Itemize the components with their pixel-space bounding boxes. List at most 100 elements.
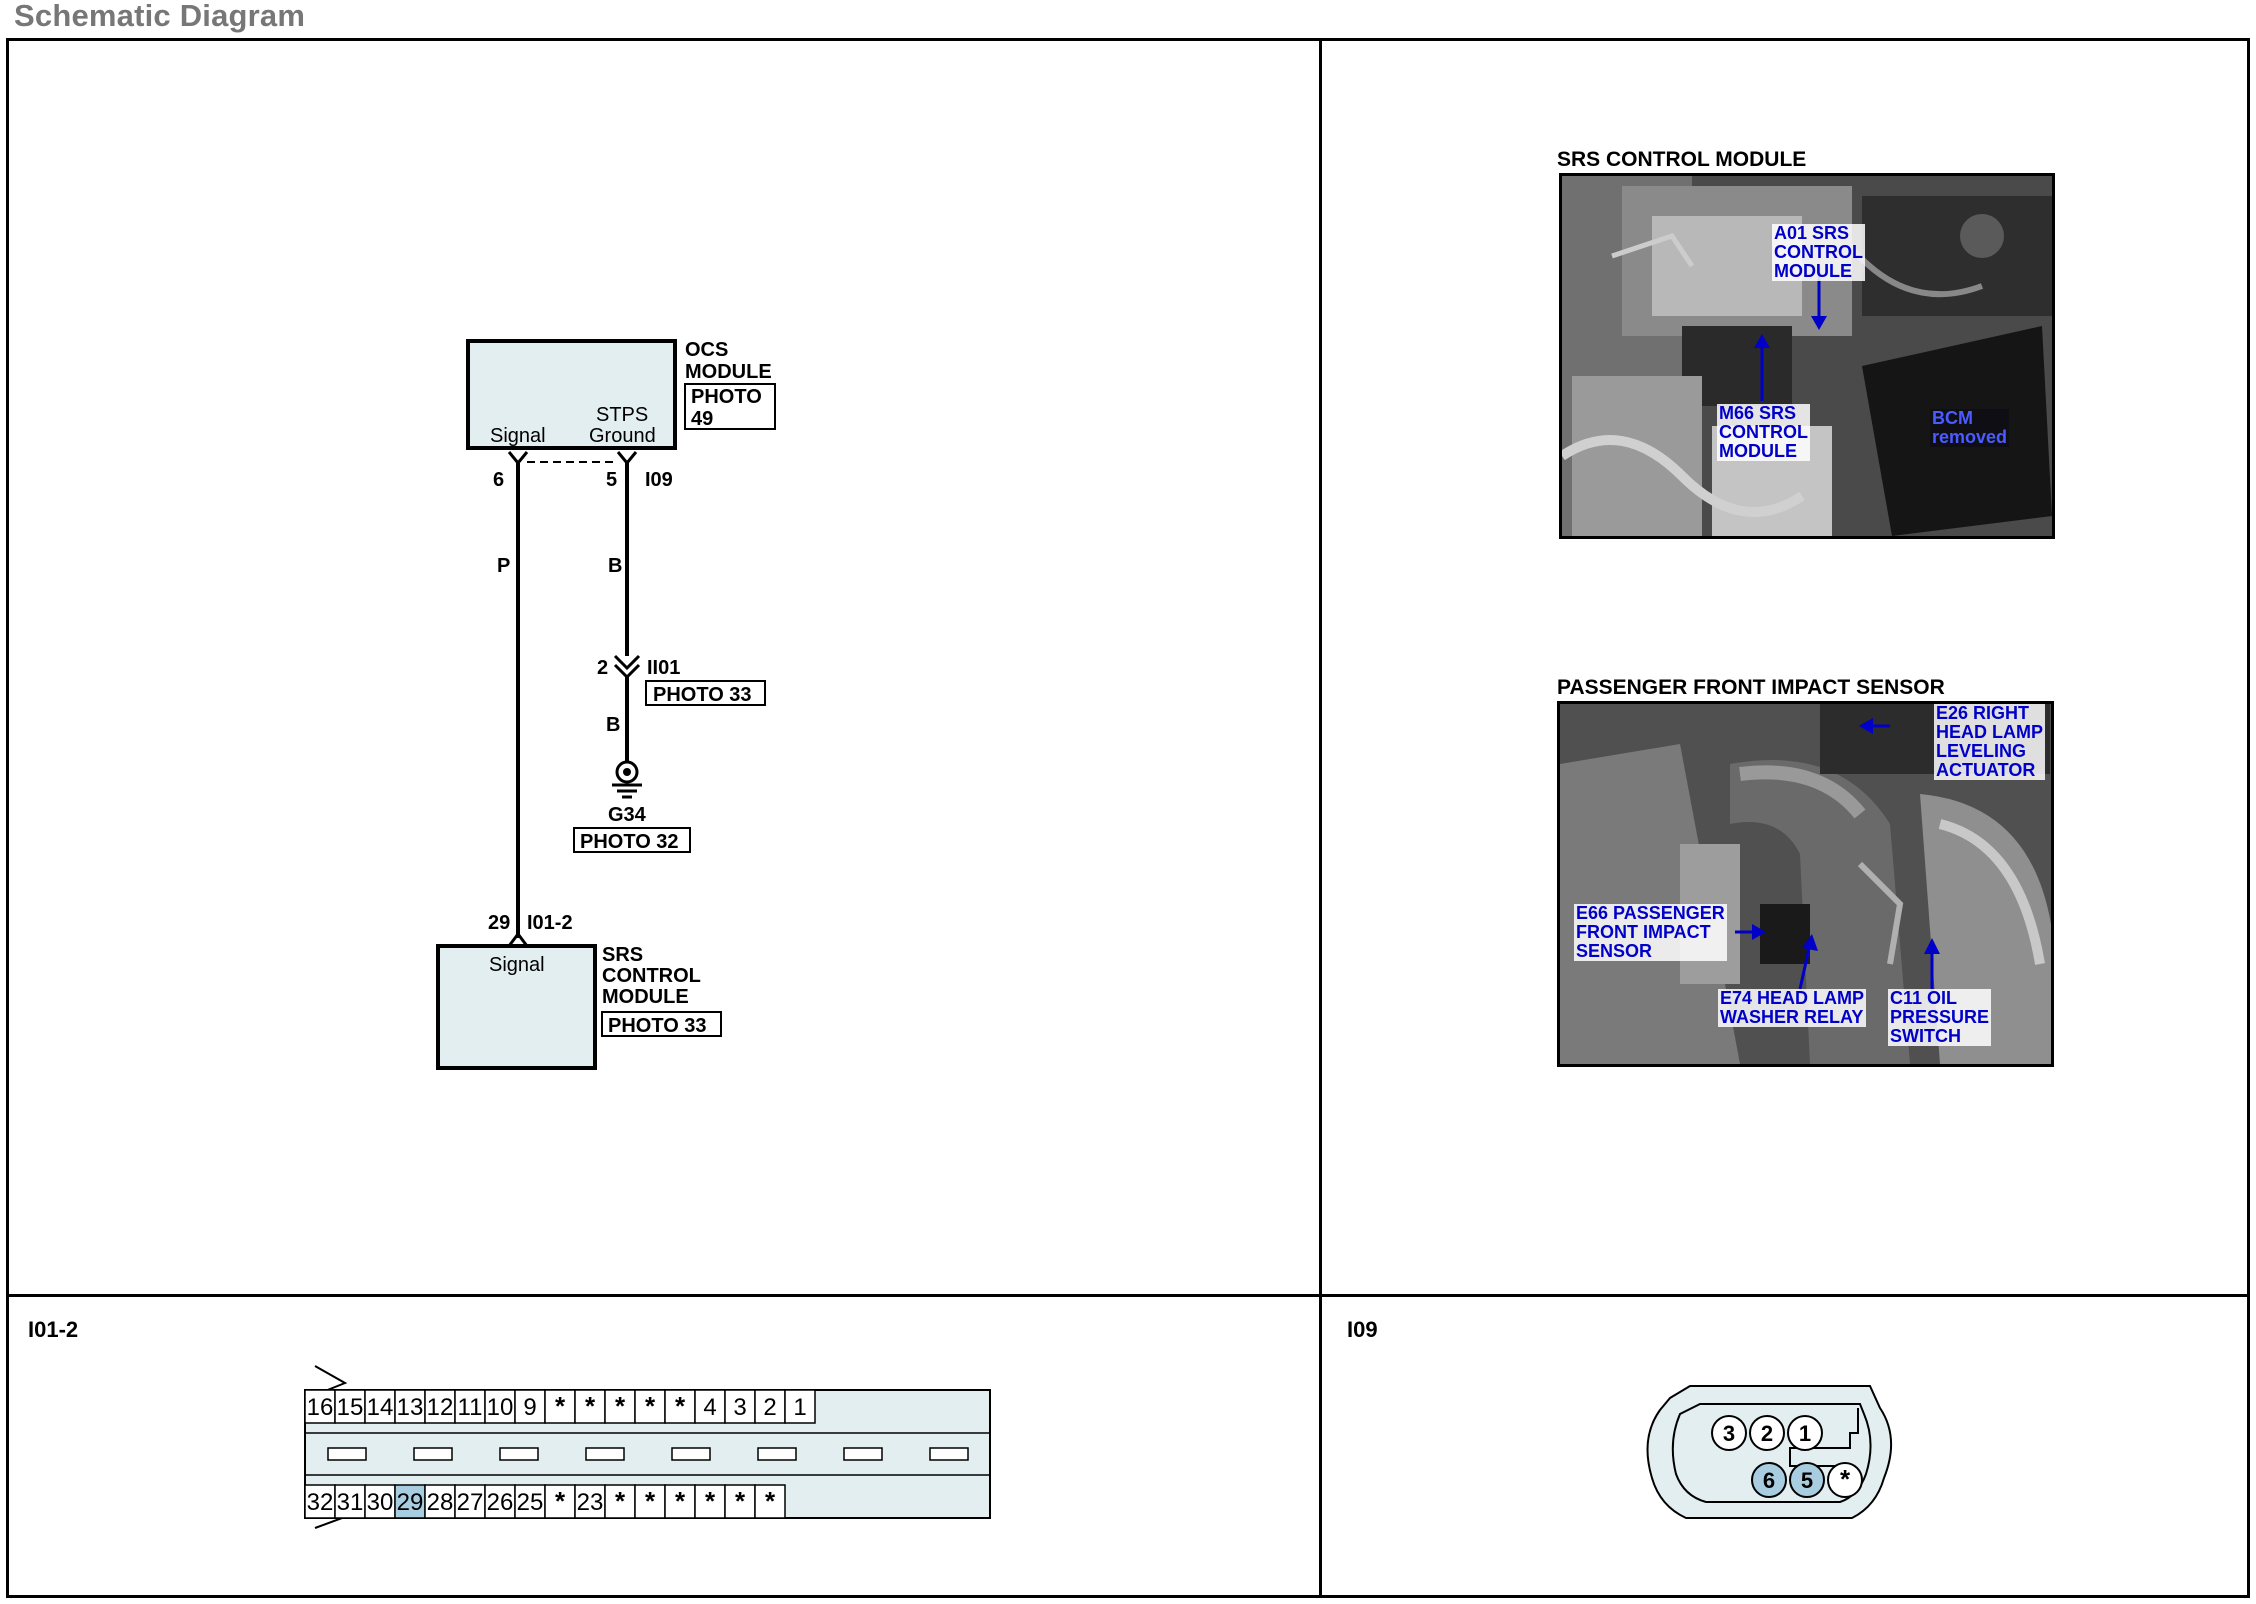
caption-e74-line2: WASHER RELAY [1720, 1007, 1864, 1027]
caption-bcm: BCM removed [1930, 408, 2010, 447]
i01-2-pin-cell [754, 1389, 786, 1424]
i01-2-pin-cell [394, 1389, 426, 1424]
i01-2-pin-number: 11 [458, 1394, 483, 1421]
caption-m66-line3: MODULE [1719, 441, 1797, 461]
i01-2-pin-number: 31 [337, 1489, 364, 1516]
i09-pin [1827, 1462, 1863, 1498]
i01-2-latch-slot [413, 1447, 453, 1461]
i01-2-pin-number: 9 [523, 1394, 536, 1421]
i01-2-pin-number: 2 [763, 1394, 776, 1421]
ocs-connector-id: I09 [645, 469, 673, 491]
ocs-terminal-6 [507, 451, 529, 466]
caption-a01-line2: CONTROL [1774, 242, 1863, 262]
i01-2-pin-number: * [735, 1486, 746, 1516]
ocs-terminal-5 [616, 451, 638, 466]
srs-module-box [436, 944, 597, 1070]
i01-2-pin-number: 29 [397, 1489, 424, 1516]
ocs-pin-5-num: 5 [606, 469, 617, 491]
caption-bcm-line1: BCM [1932, 408, 1973, 428]
i09-pin [1789, 1462, 1825, 1498]
i01-2-pin-cell [694, 1389, 726, 1424]
i01-2-pin-number: * [675, 1486, 686, 1516]
impact-photo-title: PASSENGER FRONT IMPACT SENSOR [1557, 676, 1945, 699]
i01-2-pin-cell [574, 1389, 606, 1424]
i01-2-pin-number: * [615, 1486, 626, 1516]
i01-2-pin-cell [334, 1389, 366, 1424]
caption-a01-line3: MODULE [1774, 261, 1852, 281]
impact-photo-image: E26 RIGHT HEAD LAMP LEVELING ACTUATOR E6… [1557, 701, 2054, 1067]
i01-2-pin-number: * [765, 1486, 776, 1516]
i01-2-latch-slot [671, 1447, 711, 1461]
i01-2-latch-slot [929, 1447, 969, 1461]
caption-e66-line2: FRONT IMPACT [1576, 922, 1711, 942]
inline-connector-photo: PHOTO 33 [653, 684, 752, 706]
caption-a01-srs: A01 SRS CONTROL MODULE [1772, 224, 1865, 281]
i09-pin [1787, 1415, 1823, 1451]
i01-2-pin-number: 15 [337, 1394, 364, 1421]
ocs-module-box [466, 339, 677, 450]
page-title: Schematic Diagram [14, 0, 306, 33]
i01-2-pin-cell [694, 1484, 726, 1519]
ground-photo: PHOTO 32 [580, 831, 679, 853]
ocs-pin-ground-label-1: STPS [596, 404, 648, 426]
caption-e26-line4: ACTUATOR [1936, 760, 2036, 780]
caption-m66-line2: CONTROL [1719, 422, 1808, 442]
i01-2-pin-number: 14 [367, 1394, 394, 1421]
i01-2-latch-slot [327, 1447, 367, 1461]
i01-2-pin-number: 1 [793, 1394, 806, 1421]
caption-e74-line1: E74 HEAD LAMP [1720, 988, 1865, 1008]
ocs-pin-ground-label-2: Ground [589, 425, 656, 447]
inline-connector-pin: 2 [597, 657, 608, 679]
connector-i09-label: I09 [1347, 1317, 1378, 1342]
srs-terminal-29 [507, 931, 529, 947]
caption-e66-line3: SENSOR [1576, 941, 1653, 961]
i09-pin [1711, 1415, 1747, 1451]
srs-photo-box [601, 1011, 722, 1037]
i01-2-latch-slot [499, 1447, 539, 1461]
i09-pin [1751, 1462, 1787, 1498]
srs-photo-title: SRS CONTROL MODULE [1557, 148, 1807, 171]
caption-c11-line3: SWITCH [1890, 1026, 1961, 1046]
i09-pin-number: 1 [1799, 1421, 1811, 1446]
caption-e26-line2: HEAD LAMP [1936, 722, 2043, 742]
i09-pin-number: 6 [1763, 1468, 1775, 1493]
ocs-module-name-2: MODULE [685, 361, 772, 383]
caption-e26-line1: E26 RIGHT [1936, 703, 2030, 723]
i01-2-pin-number: 12 [427, 1394, 454, 1421]
page-frame [6, 38, 2250, 1598]
caption-e26: E26 RIGHT HEAD LAMP LEVELING ACTUATOR [1934, 704, 2045, 780]
i01-2-pin-number: 26 [487, 1489, 514, 1516]
ocs-pin-signal-label: Signal [490, 425, 546, 447]
inline-connector-name: II01 [647, 657, 680, 679]
i09-pin [1749, 1415, 1785, 1451]
srs-module-name-2: CONTROL [602, 965, 701, 987]
caption-c11-line1: C11 OIL [1890, 988, 1958, 1008]
caption-e74: E74 HEAD LAMP WASHER RELAY [1718, 988, 1867, 1027]
i09-pin-number: 5 [1801, 1468, 1813, 1493]
i01-2-pin-number: 28 [427, 1489, 454, 1516]
i01-2-pin-cell [424, 1389, 456, 1424]
i01-2-pin-number: * [645, 1486, 656, 1516]
ocs-pin-6-num: 6 [493, 469, 504, 491]
i01-2-pin-cell [604, 1484, 636, 1519]
caption-c11-line2: PRESSURE [1890, 1007, 1990, 1027]
caption-e26-line3: LEVELING [1936, 741, 2027, 761]
i01-2-pin-number: 30 [367, 1489, 394, 1516]
i01-2-pin-number: 13 [397, 1394, 424, 1421]
i01-2-pin-cell [544, 1484, 576, 1519]
connector-i01-2-label: I01-2 [28, 1317, 79, 1342]
i01-2-pin-cell [514, 1389, 546, 1424]
srs-module-name-1: SRS [602, 944, 643, 966]
caption-m66-srs: M66 SRS CONTROL MODULE [1717, 404, 1810, 461]
i01-2-pin-cell [754, 1484, 786, 1519]
i01-2-pin-number: * [675, 1391, 686, 1421]
i01-2-pin-number: * [585, 1391, 596, 1421]
i01-2-pin-number: 16 [307, 1394, 334, 1421]
caption-e66-line1: E66 PASSENGER [1576, 903, 1725, 923]
i01-2-pin-cell [724, 1389, 756, 1424]
ground-wire-color-upper: B [608, 555, 622, 577]
i01-2-pin-number: 32 [307, 1489, 334, 1516]
srs-pin-label: Signal [489, 954, 545, 976]
signal-wire-color: P [497, 555, 510, 577]
i01-2-pin-number: * [555, 1486, 566, 1516]
